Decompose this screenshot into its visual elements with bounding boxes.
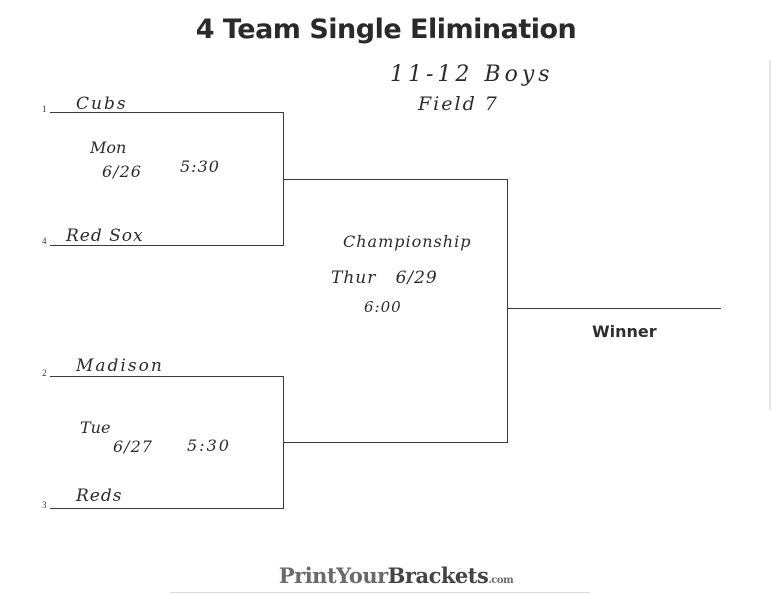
seed-1: 1 [42,104,47,114]
footer-rule [170,592,590,593]
seed-3: 3 [42,500,47,510]
game1-day: Mon [90,138,127,157]
scan-edge [769,60,771,410]
winner-line [507,308,721,309]
game1-time: 5:30 [180,157,220,176]
advance-line-match1 [283,179,508,180]
connector-championship [507,179,508,443]
slot-line-2 [50,376,284,377]
division-note: 11-12 Boys [390,62,554,87]
footer-brand-tld: .com [488,575,514,586]
footer-brand-brackets: Brackets [387,563,489,588]
team-slot-3[interactable]: Reds [76,486,123,506]
footer-brand-your: Your [336,563,388,588]
footer-brand-print: Print [278,563,337,588]
winner-label: Winner [592,322,657,341]
championship-time: 6:00 [364,298,402,316]
footer-brand-logo: PrintYourBrackets.com [0,563,772,588]
slot-line-3 [50,508,284,509]
seed-2: 2 [42,368,47,378]
team-slot-4[interactable]: Red Sox [66,226,144,246]
slot-line-1 [50,112,284,113]
advance-line-match2 [283,442,508,443]
game1-date: 6/26 [102,162,142,181]
game2-date: 6/27 [113,437,153,456]
slot-line-4 [50,245,284,246]
game2-time: 5:30 [187,436,231,455]
bracket-title: 4 Team Single Elimination [195,14,577,45]
team-slot-2[interactable]: Madison [76,356,164,376]
championship-date: Thur 6/29 [331,268,438,288]
team-slot-1[interactable]: Cubs [76,94,128,114]
championship-label: Championship [343,232,472,251]
seed-4: 4 [42,236,47,246]
field-note: Field 7 [418,93,499,115]
game2-day: Tue [80,418,111,437]
